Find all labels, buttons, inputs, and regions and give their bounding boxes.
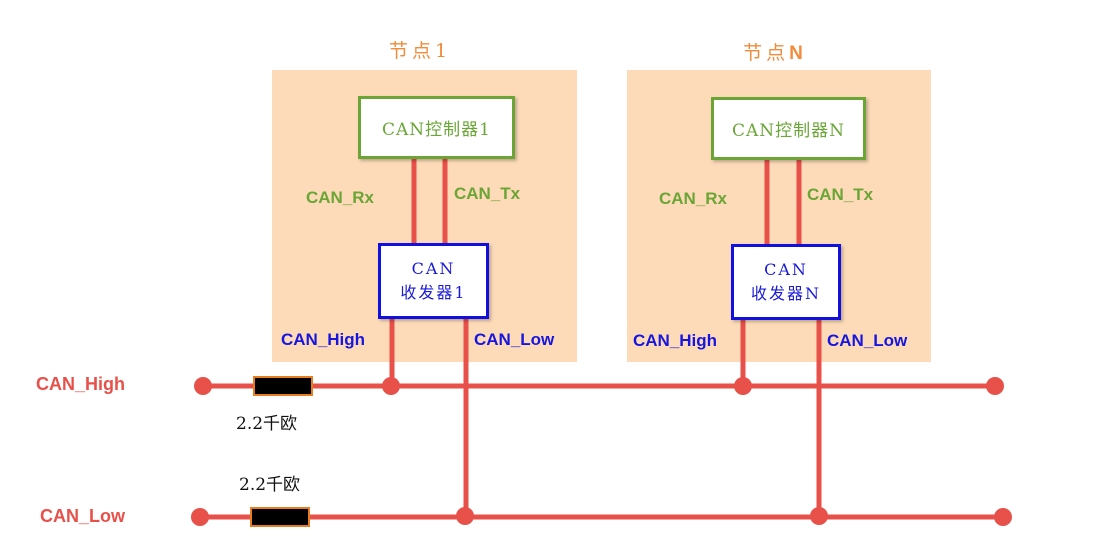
node-n-controller: CAN控制器N — [711, 97, 866, 160]
can-high-end-terminal — [986, 377, 1004, 395]
node-n-high-junction — [734, 377, 752, 395]
can-high-start-terminal — [194, 377, 212, 395]
node-1-low-junction — [456, 507, 474, 525]
can-low-resistor-label: 2.2千欧 — [239, 475, 301, 495]
node-1-title-prefix: 节点 — [388, 40, 435, 62]
node-n-rx-label: CAN_Rx — [659, 189, 728, 208]
node-n-title-prefix: 节点 — [743, 42, 790, 64]
node-1-title-suffix: 1 — [434, 40, 452, 62]
node-1-transceiver-line1: CAN — [411, 259, 456, 278]
node-n-transceiver: CAN 收发器N — [731, 244, 841, 320]
node-n-controller-label: CAN控制器N — [731, 121, 846, 141]
can-low-bus-label: CAN_Low — [40, 506, 125, 526]
node-n-tx-label: CAN_Tx — [807, 185, 874, 204]
node-n-low-junction — [810, 507, 828, 525]
node-1-rx-label: CAN_Rx — [306, 188, 375, 207]
node-n-title: 节点N — [715, 38, 835, 65]
can-high-resistor-label: 2.2千欧 — [236, 414, 298, 434]
node-1-tx-label: CAN_Tx — [454, 184, 521, 203]
can-high-resistor — [253, 376, 313, 396]
node-n-high-label: CAN_High — [633, 331, 718, 350]
node-n-transceiver-line1: CAN — [764, 260, 808, 279]
can-low-resistor — [250, 507, 310, 527]
node-n-title-suffix: N — [789, 43, 807, 64]
can-high-bus-label: CAN_High — [36, 374, 125, 394]
can-low-start-terminal — [191, 508, 209, 526]
node-n-low-label: CAN_Low — [827, 331, 908, 350]
node-1-high-junction — [382, 377, 400, 395]
node-1-high-label: CAN_High — [281, 330, 366, 349]
can-low-end-terminal — [994, 508, 1012, 526]
node-1-transceiver: CAN 收发器1 — [378, 243, 489, 319]
node-1-controller: CAN控制器1 — [358, 96, 515, 159]
node-1-title: 节点1 — [360, 36, 480, 63]
node-1-low-label: CAN_Low — [474, 330, 555, 349]
node-n-transceiver-line2: 收发器N — [750, 284, 821, 303]
node-1-transceiver-line2: 收发器1 — [400, 283, 467, 302]
node-1-controller-label: CAN控制器1 — [382, 120, 491, 140]
